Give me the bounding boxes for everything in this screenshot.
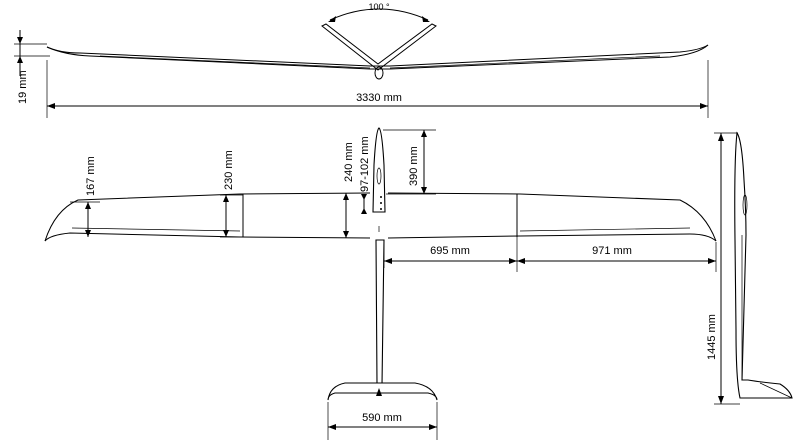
- wing-center-dot: [380, 202, 382, 204]
- dihedral-angle-label: 100 °: [368, 2, 390, 12]
- dihedral-arrow-right: [422, 16, 430, 22]
- center-chord-label: 240 mm: [343, 142, 355, 182]
- wing-center-dot: [380, 196, 382, 198]
- dihedral-angle-arc: [329, 8, 429, 21]
- wing-center-dot: [380, 208, 382, 210]
- length-arrow-bottom: [718, 396, 724, 404]
- dihedral-arrow-left: [328, 16, 336, 22]
- nose-length-label: 390 mm: [408, 146, 420, 186]
- center-chord-arrow-top: [343, 193, 349, 200]
- fuselage-width-arrow-bottom: [361, 208, 367, 214]
- outer-panel-arrow-right: [708, 258, 716, 264]
- center-panel-label: 695 mm: [430, 245, 470, 257]
- wing-trailing-edge: [44, 232, 717, 242]
- nose-length-arrow-bottom: [421, 187, 427, 194]
- front-wing-lower-outline: [46, 44, 709, 70]
- front-wing-upper-outline: [46, 44, 709, 67]
- side-rudder-line: [759, 382, 793, 399]
- canopy-outline: [376, 167, 382, 185]
- side-canopy: [742, 194, 748, 216]
- stabilizer-span-label: 590 mm: [362, 412, 402, 424]
- horizontal-stabilizer: [327, 382, 438, 401]
- center-panel-arrow-left: [384, 258, 392, 264]
- panel-chord-label: 230 mm: [223, 150, 235, 190]
- tip-chord-label: 167 mm: [85, 156, 97, 196]
- tip-chord-arrow-top: [85, 202, 91, 209]
- tail-boom: [375, 239, 385, 386]
- panel-chord-arrow-top: [223, 195, 229, 202]
- top-view: 167 mm 230 mm 240 mm 97-102 mm 390 mm 69…: [44, 127, 717, 440]
- stab-span-arrow-left: [328, 424, 336, 430]
- wing-hinge-line-left: [71, 227, 241, 232]
- front-fuselage-section: [374, 66, 384, 80]
- tip-chord-arrow-bottom: [85, 230, 91, 237]
- center-chord-arrow-bottom: [343, 231, 349, 238]
- center-panel-arrow-right: [509, 258, 517, 264]
- nose-length-arrow-top: [421, 130, 427, 137]
- panel-chord-arrow-bottom: [223, 230, 229, 237]
- fuselage-width-label: 97-102 mm: [359, 136, 371, 192]
- tip-height-arrow-top: [17, 37, 23, 44]
- span-arrow-left: [47, 103, 55, 109]
- tip-height-arrow-bottom: [17, 56, 23, 63]
- front-wing-detail-line: [99, 55, 661, 69]
- length-label: 1445 mm: [706, 314, 718, 360]
- length-arrow-top: [718, 133, 724, 141]
- front-v-tail: [321, 23, 437, 71]
- wing-leading-edge: [44, 192, 717, 242]
- stabilizer-marker: [376, 388, 382, 396]
- wingspan-label: 3330 mm: [356, 92, 402, 104]
- stab-span-arrow-right: [429, 424, 437, 430]
- outer-panel-arrow-left: [517, 258, 525, 264]
- fuselage-nose: [372, 127, 386, 213]
- span-arrow-right: [700, 103, 708, 109]
- tip-height-label: 19 mm: [17, 70, 29, 104]
- side-fuselage: [734, 131, 793, 399]
- fuselage-width-arrow-top: [361, 194, 367, 200]
- wing-hinge-line-right: [519, 227, 691, 232]
- outer-panel-label: 971 mm: [592, 245, 632, 257]
- side-view: 1445 mm: [706, 131, 793, 405]
- front-view: 100 ° 19 mm 3330 mm: [14, 2, 709, 118]
